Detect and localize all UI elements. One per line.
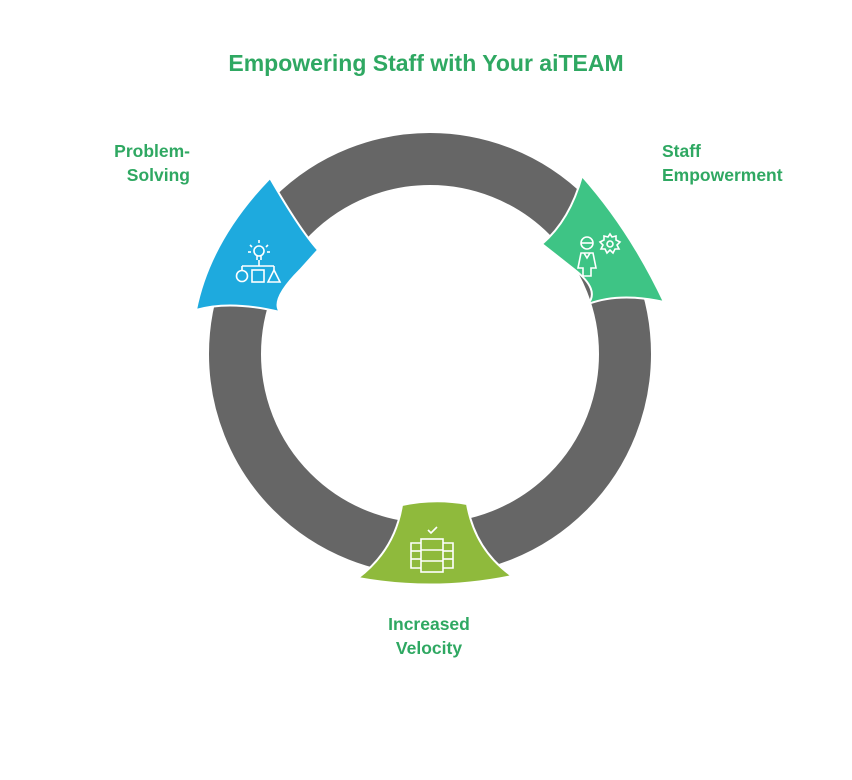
arrow-problem-solving [194,176,320,314]
diagram-title: Empowering Staff with Your aiTEAM [228,50,624,76]
label-increased-velocity: Increased Velocity [0,612,852,660]
label-staff-empowerment: Staff Empowerment [662,139,783,187]
label-line: Velocity [395,638,463,658]
checklist-stack-icon [410,526,454,573]
label-line: Problem- [114,141,190,161]
label-problem-solving: Problem- Solving [114,139,190,187]
arrow-increased-velocity [355,500,515,586]
lightbulb-flowchart-icon [235,240,282,283]
label-line: Staff [662,141,701,161]
person-gear-icon [577,232,622,277]
label-line: Empowerment [662,165,783,185]
label-line: Solving [126,165,190,185]
label-line: Increased [388,614,470,634]
